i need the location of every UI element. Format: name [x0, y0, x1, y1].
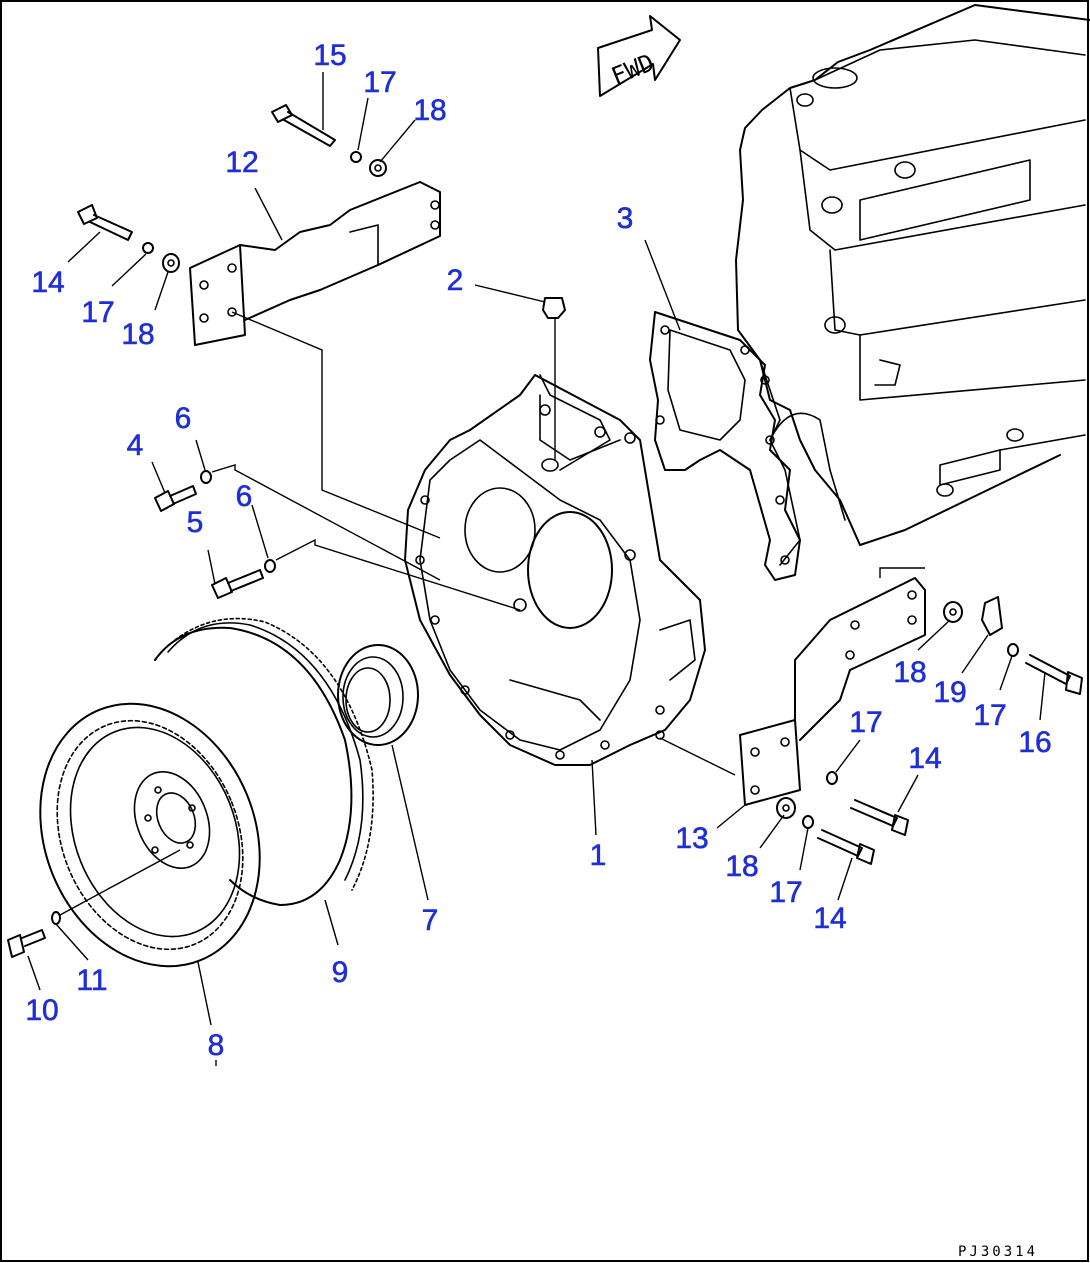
- flywheel: [39, 702, 261, 968]
- washer-18-low: [776, 797, 796, 819]
- forward-arrow-icon: FWD: [597, 15, 681, 97]
- callout-3: 3: [617, 202, 634, 235]
- washer-17-upper: [350, 151, 362, 163]
- drawing-code: PJ30314: [958, 1244, 1038, 1260]
- callout-14-left: 14: [31, 266, 64, 299]
- callout-7: 7: [422, 904, 439, 937]
- callout-17-low: 17: [769, 876, 802, 909]
- washer-6-lower: [264, 559, 276, 573]
- forward-arrow-label: FWD: [607, 48, 658, 90]
- bracket-lower: [659, 567, 926, 806]
- bolt-10: [7, 929, 46, 958]
- ring-gear: [154, 617, 374, 906]
- callout-4: 4: [127, 429, 144, 462]
- bracket-upper: [189, 181, 441, 539]
- callout-17-left: 17: [81, 296, 114, 329]
- bolt-16: [1025, 654, 1083, 695]
- washer-17-right: [1007, 643, 1019, 657]
- bolt-14-mid: [850, 799, 909, 836]
- callout-18-low: 18: [725, 850, 758, 883]
- callout-12: 12: [225, 146, 258, 179]
- spacer-19: [981, 596, 1003, 636]
- callout-11: 11: [76, 964, 107, 997]
- callout-18-upper: 18: [413, 94, 446, 127]
- engine-block: [735, 4, 1090, 566]
- callout-17-upper: 17: [363, 66, 396, 99]
- washer-18-right: [943, 601, 963, 623]
- callout-1: 1: [590, 839, 607, 872]
- gasket: [649, 311, 801, 581]
- callout-17-right: 17: [973, 699, 1006, 732]
- callout-18-right: 18: [893, 656, 926, 689]
- washer-18-upper: [369, 159, 387, 177]
- callout-16: 16: [1018, 726, 1051, 759]
- washer-18-left: [162, 253, 180, 273]
- callout-14-mid: 14: [908, 742, 941, 775]
- callout-15: 15: [313, 39, 346, 72]
- callout-8: 8: [208, 1029, 225, 1062]
- callout-14-low: 14: [813, 902, 846, 935]
- washer-6-upper: [200, 470, 212, 484]
- bolt-5: [211, 569, 264, 599]
- callout-13: 13: [675, 822, 708, 855]
- bolt-4: [154, 485, 197, 512]
- callout-6-upper: 6: [175, 402, 192, 435]
- washer-17-mid: [826, 771, 838, 785]
- washer-11: [51, 911, 61, 925]
- callout-leaders: [27, 72, 1046, 1066]
- plug: [542, 297, 566, 460]
- washer-17-low: [802, 815, 814, 829]
- callout-10: 10: [25, 994, 58, 1027]
- bolt-15: [271, 104, 336, 147]
- washer-17-left: [142, 242, 154, 254]
- flywheel-housing: [404, 374, 706, 766]
- callout-6-lower: 6: [236, 480, 253, 513]
- callout-19: 19: [933, 676, 966, 709]
- callout-17-mid: 17: [849, 706, 882, 739]
- bolt-14-left: [77, 204, 133, 241]
- callout-5: 5: [187, 506, 204, 539]
- callout-2: 2: [447, 264, 464, 297]
- callout-9: 9: [332, 956, 349, 989]
- oil-seal: [337, 644, 419, 746]
- callout-18-left: 18: [121, 318, 154, 351]
- bolt-14-low: [817, 829, 875, 865]
